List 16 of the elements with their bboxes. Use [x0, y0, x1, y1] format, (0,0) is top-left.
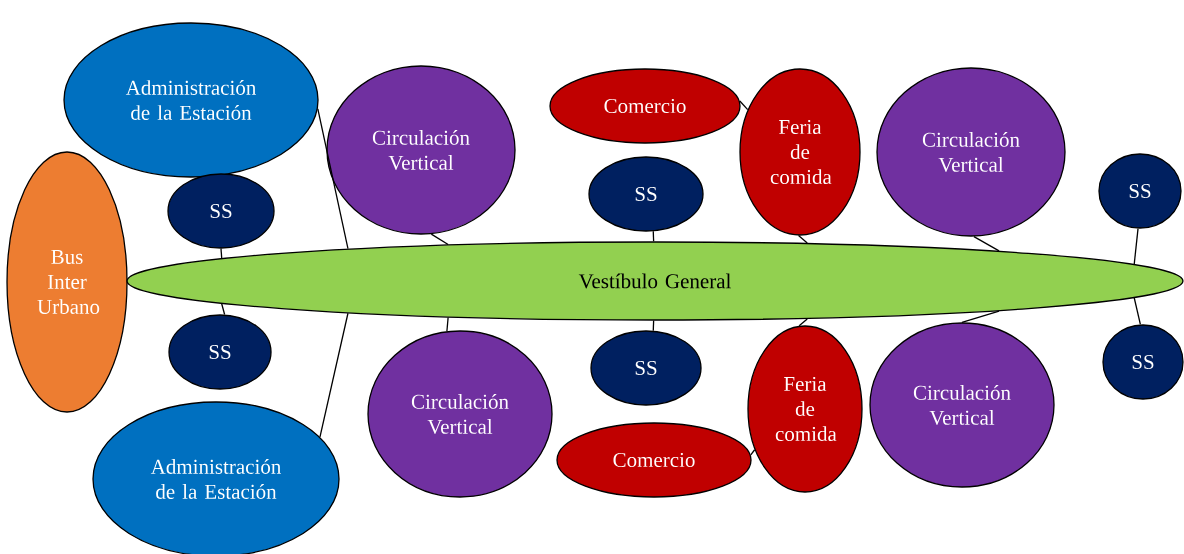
- connector-line: [750, 449, 756, 456]
- connector-line: [652, 320, 655, 332]
- connector-line: [798, 318, 808, 327]
- connector-line: [739, 100, 749, 111]
- connector-line: [319, 312, 349, 438]
- connector-line: [973, 235, 1000, 252]
- connector-line: [220, 248, 223, 259]
- connector-line: [1133, 297, 1141, 326]
- connector-line: [652, 230, 655, 242]
- connector-line: [797, 234, 808, 244]
- connector-line: [961, 310, 1000, 323]
- connector-line: [317, 108, 349, 250]
- connector-line: [221, 303, 226, 316]
- connector-line: [1133, 227, 1139, 265]
- connector-line: [446, 316, 449, 332]
- connector-line: [430, 233, 449, 246]
